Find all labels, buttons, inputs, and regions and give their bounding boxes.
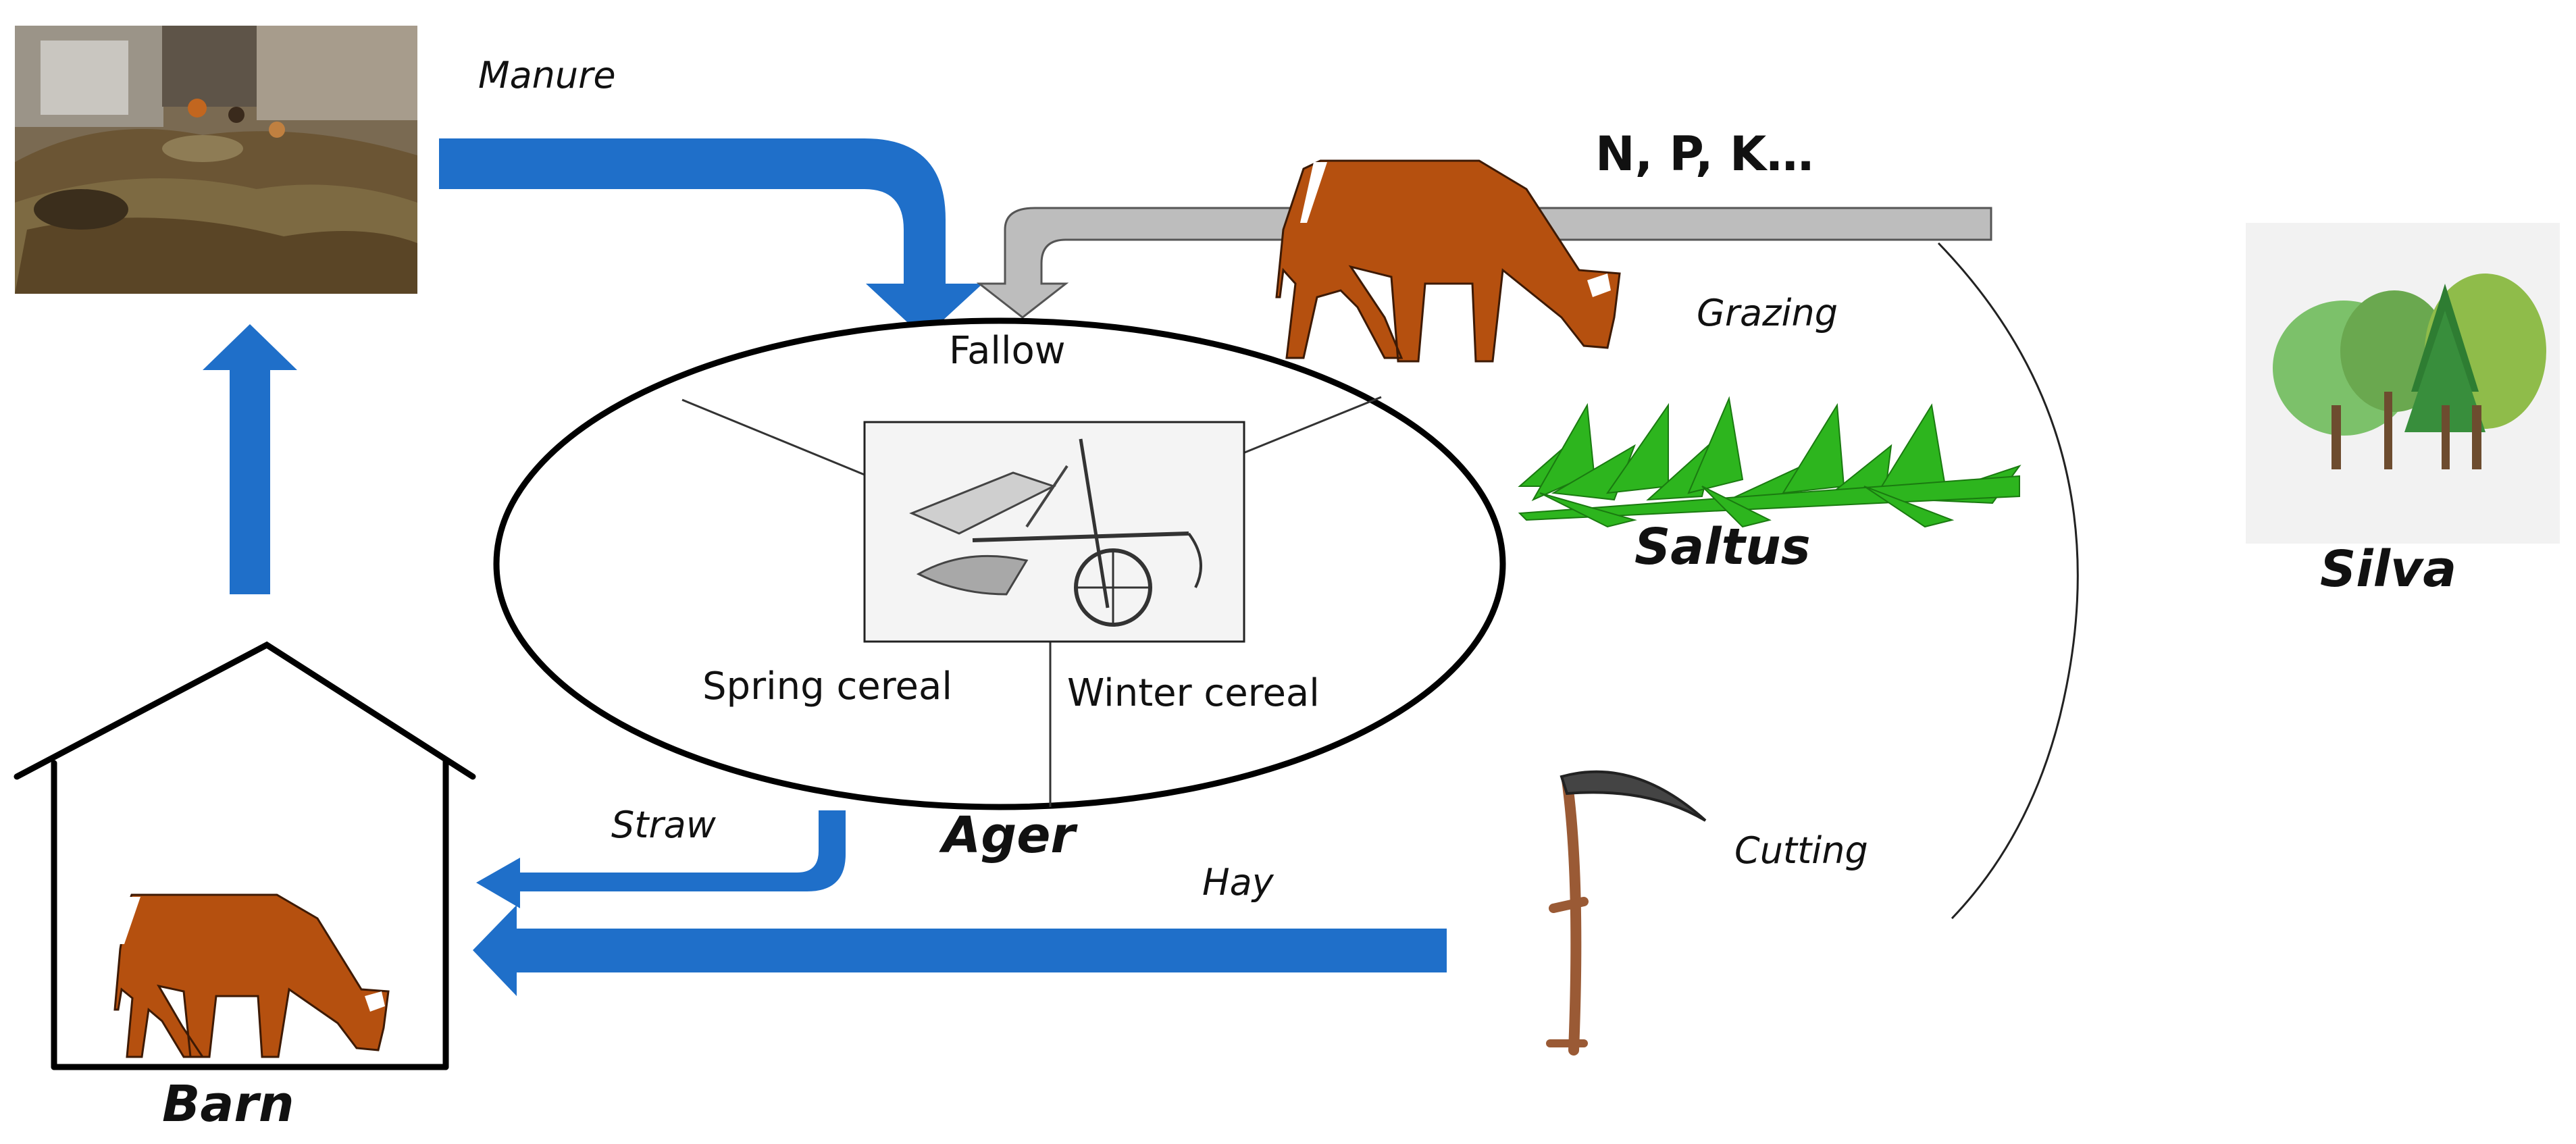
saltus-label: Saltus [1634, 518, 1811, 576]
field-divider-left [681, 398, 869, 477]
winter-cereal-label: Winter cereal [1067, 671, 1320, 715]
scythe-icon [1546, 770, 1707, 1056]
hay-label: Hay [1202, 861, 1274, 904]
manure-label: Manure [478, 54, 616, 97]
barn-icon [14, 641, 476, 1070]
manure-flow-arrow [439, 138, 983, 338]
tree-icon [2246, 223, 2560, 544]
barn-label: Barn [162, 1075, 294, 1133]
manure-heap-photo [15, 26, 417, 294]
fallow-label: Fallow [949, 329, 1066, 373]
straw-flow-arrow [476, 810, 846, 908]
npk-label: N, P, K… [1595, 126, 1813, 182]
grass-icon [1518, 396, 2021, 528]
barn-cow-icon [113, 893, 390, 1058]
silva-label: Silva [2320, 540, 2456, 598]
hay-flow-arrow [473, 905, 1447, 996]
cutting-label: Cutting [1734, 829, 1868, 872]
spring-cereal-label: Spring cereal [702, 665, 952, 708]
barn-to-manure-arrow [203, 324, 297, 594]
grazing-label: Grazing [1697, 292, 1838, 334]
saltus-boundary-arc [1937, 242, 2079, 920]
plough-illustration [863, 421, 1245, 643]
ager-label: Ager [939, 806, 1078, 864]
straw-label: Straw [611, 804, 717, 846]
grazing-cow-icon [1275, 159, 1621, 363]
nutrient-flow-arrow [976, 207, 1992, 319]
field-divider-right [1241, 396, 1382, 455]
